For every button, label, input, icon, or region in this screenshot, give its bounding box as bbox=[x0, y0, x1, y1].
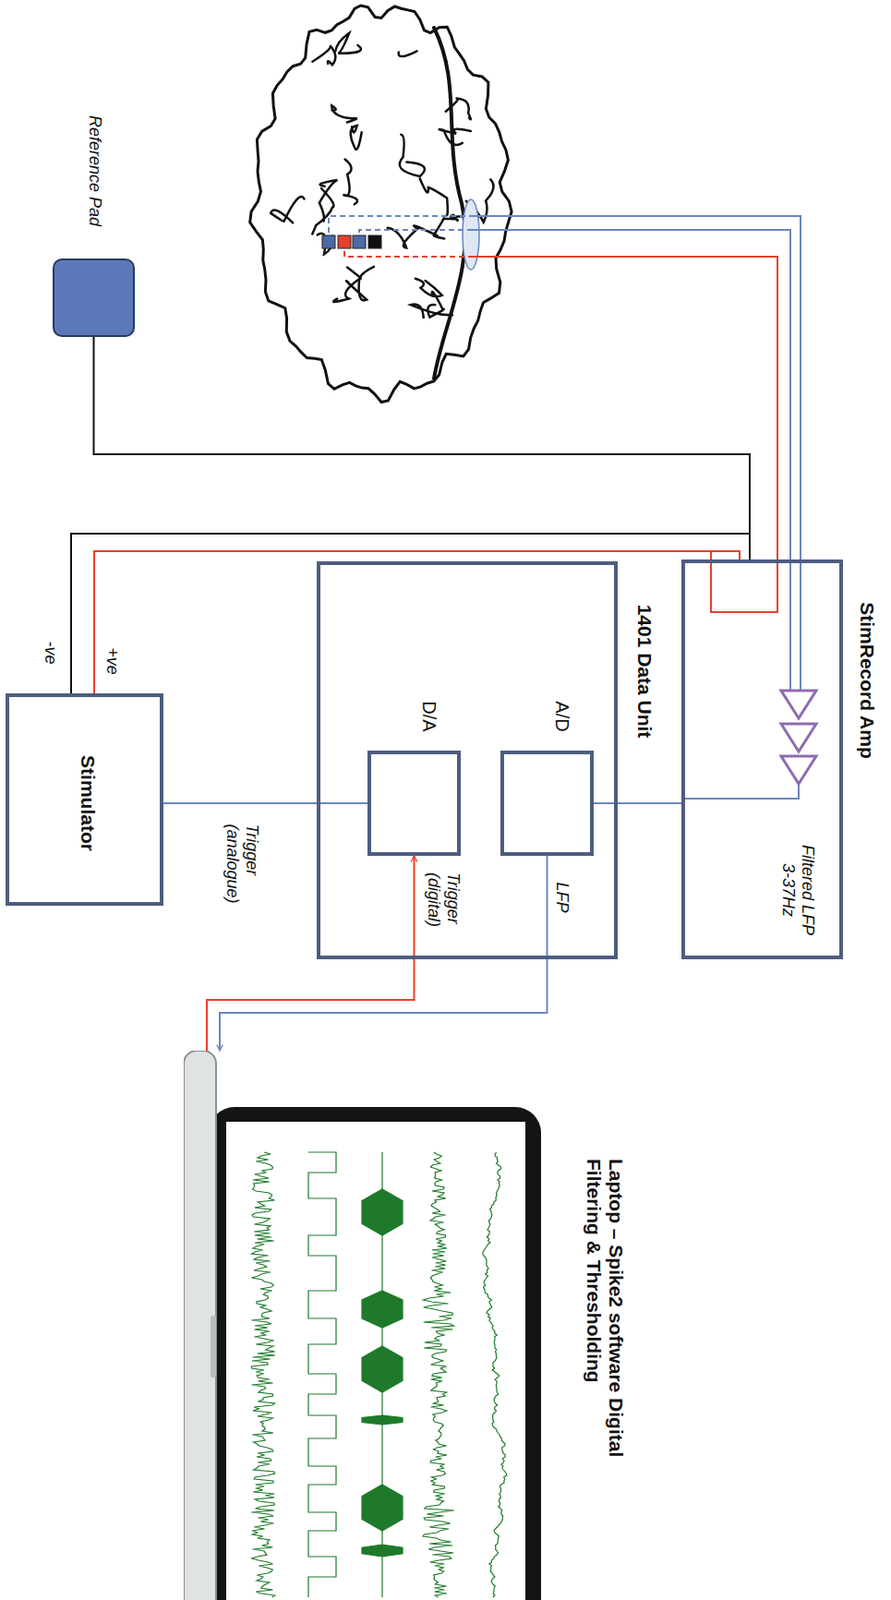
drawing-part bbox=[270, 196, 304, 223]
drawing-part bbox=[781, 756, 817, 784]
laptop-drawing bbox=[183, 1050, 542, 1600]
signal-label: LFP bbox=[553, 881, 573, 913]
converter-label: D/A bbox=[418, 700, 440, 732]
drawing-part bbox=[470, 229, 791, 691]
stimulator-box: Stimulator bbox=[5, 693, 164, 906]
filter-note: Filtered LFP 3-37Hz bbox=[778, 839, 817, 941]
signal-label: Trigger (digital) bbox=[423, 872, 462, 947]
drawing-part bbox=[439, 129, 471, 145]
drawing-part bbox=[312, 188, 334, 235]
laptop-part bbox=[361, 1544, 403, 1557]
laptop-part bbox=[361, 1484, 403, 1531]
laptop-part bbox=[251, 1152, 276, 1598]
drawing-part bbox=[335, 33, 362, 54]
terminal-label: -ve bbox=[41, 640, 61, 664]
laptop-part bbox=[361, 1290, 403, 1328]
drawing-part bbox=[331, 105, 357, 122]
drawing-part bbox=[333, 267, 362, 302]
electrode-lead bbox=[462, 199, 480, 270]
drawing-part bbox=[368, 235, 382, 249]
drawing-part bbox=[420, 178, 448, 216]
drawing-part bbox=[322, 235, 336, 249]
electrode-contacts bbox=[322, 235, 382, 249]
converter-box: A/D bbox=[500, 750, 594, 856]
drawing-part bbox=[312, 45, 336, 65]
reference-pad: Reference Pad bbox=[52, 258, 135, 338]
drawing-part bbox=[399, 134, 425, 177]
converter-label: A/D bbox=[551, 700, 573, 732]
drawing-part bbox=[433, 27, 466, 379]
laptop-part bbox=[422, 1152, 455, 1598]
drawing-part bbox=[343, 159, 359, 205]
wire-connector bbox=[593, 802, 682, 805]
laptop-part bbox=[208, 1107, 542, 1600]
wire-connector bbox=[163, 802, 368, 805]
drawing-part bbox=[781, 690, 817, 719]
drawing-part bbox=[337, 235, 351, 249]
converter-box: D/A bbox=[367, 750, 461, 856]
pad-label: Reference Pad bbox=[85, 115, 106, 227]
signal-label: Trigger (analogue) bbox=[222, 824, 261, 913]
laptop-part bbox=[361, 1189, 403, 1236]
laptop-part bbox=[183, 1050, 217, 1600]
amplifier-box: StimRecord AmpFiltered LFP 3-37Hz bbox=[681, 559, 843, 960]
box-title: StimRecord Amp bbox=[855, 602, 879, 759]
box-title: Stimulator bbox=[76, 755, 99, 852]
terminal-label: +ve bbox=[103, 647, 123, 675]
laptop-part bbox=[361, 1415, 403, 1425]
drawing-part bbox=[352, 235, 366, 249]
laptop-part bbox=[210, 1315, 217, 1378]
drawing-part bbox=[781, 723, 817, 752]
brain-wires bbox=[328, 216, 801, 799]
drawing-part bbox=[398, 50, 418, 57]
laptop-title: Laptop – Spike2 software Digital Filteri… bbox=[582, 1158, 627, 1473]
drawing-part bbox=[350, 125, 362, 150]
laptop: Laptop – Spike2 software Digital Filteri… bbox=[183, 1050, 542, 1600]
wire-connector bbox=[219, 855, 548, 1051]
drawing-part bbox=[427, 291, 444, 318]
brain-drawing bbox=[250, 5, 512, 403]
wire-connector bbox=[94, 337, 751, 560]
data-unit-box: A/DD/A1401 Data Unit bbox=[316, 561, 618, 960]
box-title: 1401 Data Unit bbox=[633, 604, 656, 739]
laptop-part bbox=[226, 1121, 526, 1600]
laptop-part bbox=[251, 1152, 507, 1598]
laptop-part bbox=[482, 1152, 507, 1598]
drawing-part bbox=[681, 783, 799, 799]
drawing-part bbox=[250, 5, 512, 403]
drawing-part bbox=[415, 278, 443, 297]
laptop-part bbox=[308, 1152, 337, 1598]
amplifier-symbols bbox=[781, 690, 817, 784]
laptop-part bbox=[361, 1346, 403, 1393]
drawing-part bbox=[346, 266, 374, 302]
